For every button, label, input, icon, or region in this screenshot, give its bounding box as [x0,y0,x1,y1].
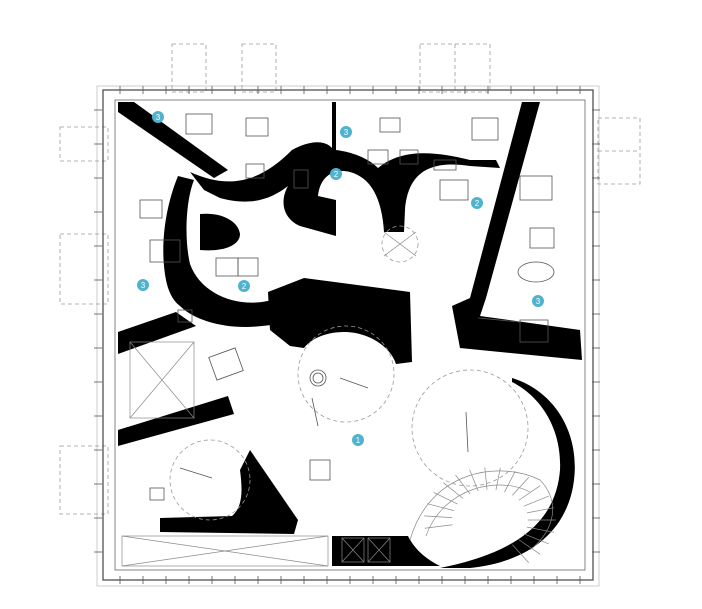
stair-step [433,492,458,505]
circular-rooms [169,225,529,521]
zone-label-g: 3 [532,295,544,307]
zone-label-dot [532,295,544,307]
stair-step [455,474,471,495]
stair-step [424,515,453,518]
stair-step [504,471,516,493]
zone-label-dot [330,168,342,180]
zone-label-text: 3 [344,128,349,137]
zone-label-dot [152,111,164,123]
stair-step [518,539,541,555]
stair-step [512,477,530,496]
zone-label-text: 1 [356,436,361,445]
zone-label-text: 2 [242,282,247,291]
zone-label-text: 3 [536,297,541,306]
stair-step [495,467,501,491]
zone-label-text: 2 [475,199,480,208]
spiral-stair [409,467,556,563]
stair-step [512,544,530,563]
zone-labels: 3 3 2 2 3 2 3 1 [137,111,544,446]
zone-label-d: 2 [471,197,483,209]
zone-label-text: 2 [334,170,339,179]
furniture [139,113,555,501]
zone-label-f: 2 [238,280,250,292]
perimeter-ticks [94,86,600,584]
zone-label-text: 3 [141,281,146,290]
stair-step [469,469,479,492]
building-perimeter [96,85,600,587]
stair-step [526,507,555,514]
stair-step [523,533,549,545]
zone-label-dot [340,126,352,138]
zone-label-b: 3 [340,126,352,138]
zone-label-c: 2 [330,168,342,180]
stair-step [523,495,549,507]
zone-label-text: 3 [156,113,161,122]
stair-step [427,503,454,511]
zone-label-a: 3 [152,111,164,123]
zone-label-h: 1 [352,434,364,446]
stair-step [424,524,453,529]
stair-step [526,526,555,533]
stair-step [484,467,488,490]
void-boxes [121,341,391,567]
zone-label-dot [471,197,483,209]
zone-label-dot [137,279,149,291]
walls [118,102,582,568]
stair-step [443,482,464,499]
zone-label-dot [238,280,250,292]
stair-step [518,485,541,501]
zone-label-dot [352,434,364,446]
zone-label-e: 3 [137,279,149,291]
